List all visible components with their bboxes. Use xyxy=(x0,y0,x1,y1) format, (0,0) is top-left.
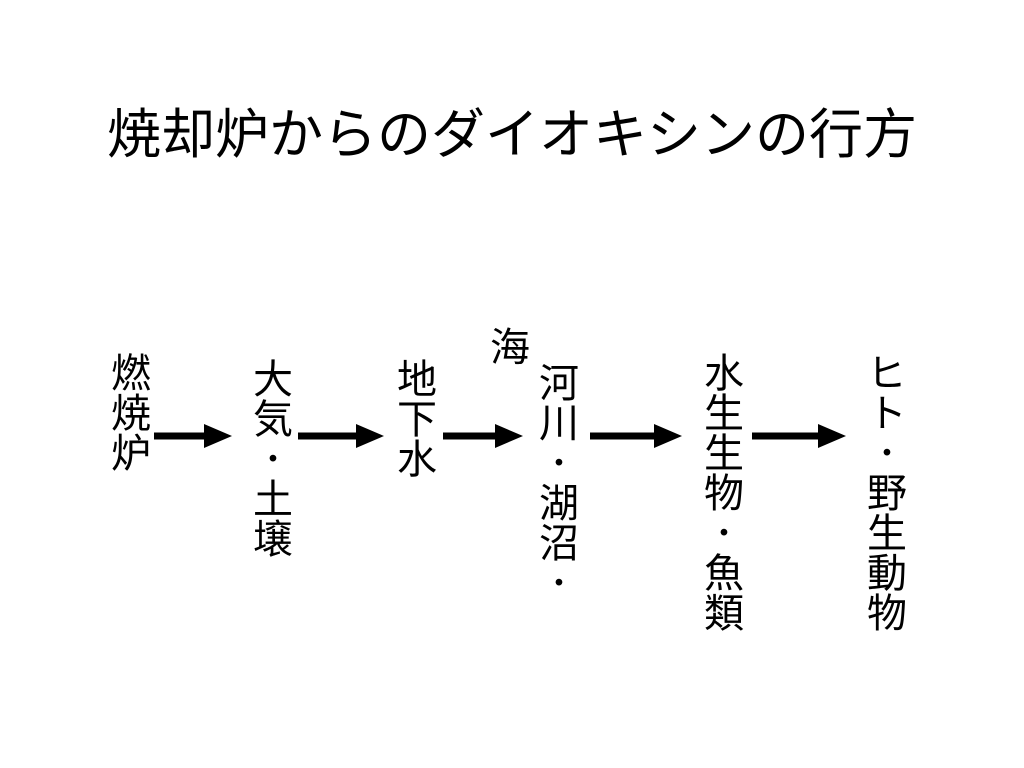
arrow-rivers-to-aquatic-life xyxy=(590,421,682,451)
slide-title: 焼却炉からのダイオキシンの行方 xyxy=(107,103,917,166)
node-aquatic-life: 水生生物･魚類 xyxy=(697,352,743,632)
node-rivers-lakes: 河川･湖沼･ xyxy=(532,362,578,602)
node-human-wildlife: ヒト･野生動物 xyxy=(860,352,906,632)
arrow-groundwater-to-rivers xyxy=(443,421,523,451)
arrow-aquatic-life-to-human xyxy=(752,421,846,451)
node-sea: 海 xyxy=(483,326,529,366)
node-groundwater: 地下水 xyxy=(390,358,436,478)
arrow-incinerator-to-air-soil xyxy=(154,421,232,451)
node-incinerator: 燃焼炉 xyxy=(104,352,150,472)
arrow-air-soil-to-groundwater xyxy=(298,421,384,451)
node-air-soil: 大気･土壌 xyxy=(246,358,292,558)
